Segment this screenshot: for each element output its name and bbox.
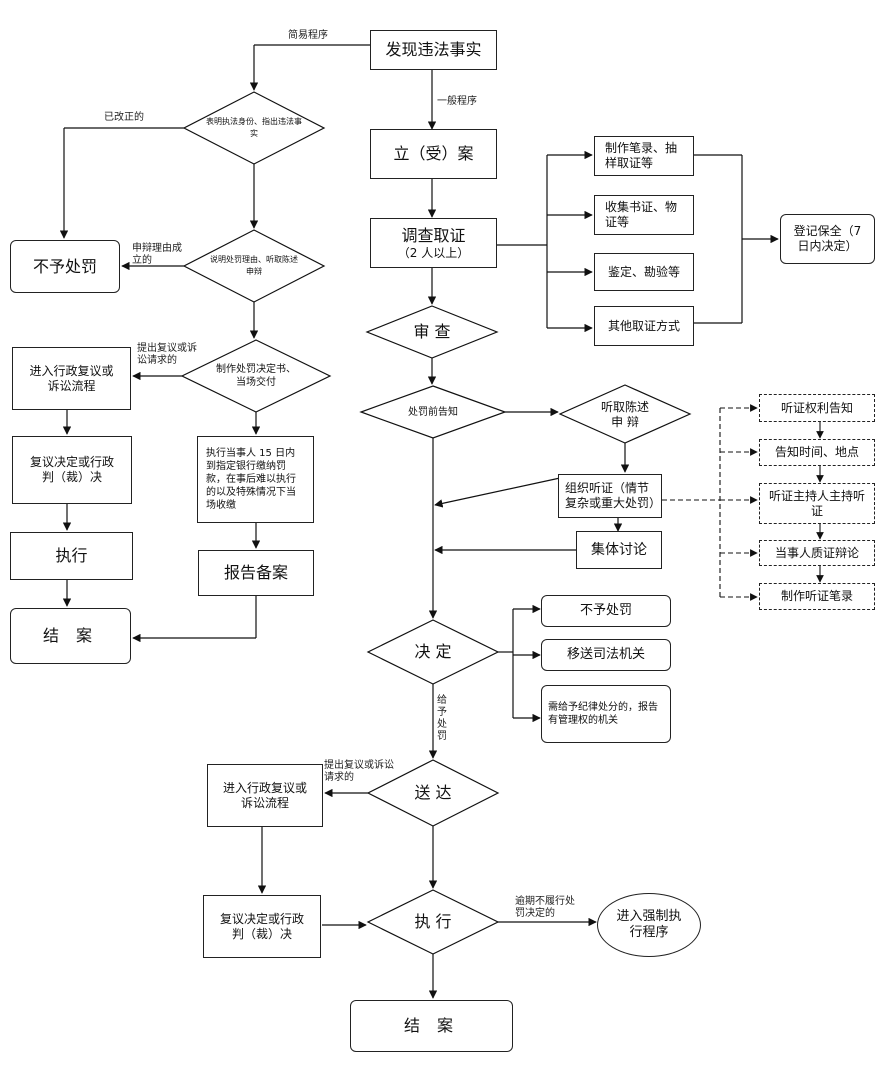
- no-penalty-right-node: 不予处罚: [541, 595, 671, 627]
- hearing-node: 组织听证（情节复杂或重大处罚）: [558, 474, 662, 518]
- collective-node: 集体讨论: [576, 531, 662, 569]
- explain-label: 说明处罚理由、听取陈述申辩: [210, 255, 298, 276]
- review-process-left-node: 进入行政复议或诉讼流程: [12, 347, 131, 410]
- investigate-subtitle: （2 人以上）: [397, 245, 470, 260]
- notify-label: 处罚前告知: [408, 406, 458, 418]
- hearing-time-node: 告知时间、地点: [759, 439, 875, 466]
- appeal-bottom-label: 提出复议或诉讼请求的: [324, 760, 394, 783]
- make-decision-label: 制作处罚决定书、当场交付: [216, 364, 296, 388]
- record-node: 制作笔录、抽样取证等: [594, 136, 694, 176]
- hear-label: 听取陈述 申 辩: [600, 400, 649, 429]
- investigate-node: 调查取证 （2 人以上）: [370, 218, 497, 268]
- collect-node: 收集书证、物证等: [594, 195, 694, 235]
- other-node: 其他取证方式: [594, 306, 694, 346]
- general-procedure-label: 一般程序: [437, 96, 477, 107]
- appeal-left-label: 提出复议或诉讼请求的: [137, 343, 197, 366]
- hearing-record-node: 制作听证笔录: [759, 583, 875, 610]
- forced-node: 进入强制执行程序: [597, 893, 701, 957]
- deliver-label: 送 达: [414, 783, 452, 802]
- show-id-label: 表明执法身份、指出违法事实: [206, 117, 302, 138]
- close-bottom-node: 结 案: [350, 1000, 513, 1052]
- transfer-node: 移送司法机关: [541, 639, 671, 671]
- preserve-node: 登记保全（7日内决定）: [780, 214, 875, 264]
- hearing-notice-node: 听证权利告知: [759, 394, 875, 422]
- give-penalty-label: 给予处罚: [437, 695, 447, 742]
- review-decision-left-node: 复议决定或行政判（裁）决: [12, 436, 132, 504]
- appraise-node: 鉴定、勘验等: [594, 253, 694, 291]
- discipline-node: 需给予纪律处分的，报告有管理权的机关: [541, 685, 671, 743]
- hearing-host-node: 听证主持人主持听证: [759, 483, 875, 524]
- investigate-title: 调查取证: [401, 225, 466, 245]
- pay-node: 执行当事人 15 日内到指定银行缴纳罚款，在事后难以执行的以及特殊情况下当场收缴: [197, 436, 314, 523]
- defense-valid-label: 申辩理由成立的: [132, 243, 182, 266]
- enforce-label: 执 行: [414, 912, 452, 931]
- decide-label: 决 定: [414, 642, 452, 661]
- review-decision-bottom-node: 复议决定或行政判（裁）决: [203, 895, 321, 958]
- discover-node: 发现违法事实: [370, 30, 497, 70]
- review-process-bottom-node: 进入行政复议或诉讼流程: [207, 764, 323, 827]
- overdue-label: 逾期不履行处罚决定的: [515, 896, 575, 919]
- no-penalty-left-node: 不予处罚: [10, 240, 120, 293]
- corrected-label: 已改正的: [104, 112, 144, 123]
- file-case-node: 立（受）案: [370, 129, 497, 179]
- hearing-debate-node: 当事人质证辩论: [759, 540, 875, 566]
- close-left-node: 结 案: [10, 608, 131, 664]
- simple-procedure-label: 简易程序: [288, 30, 328, 41]
- execute-left-node: 执行: [10, 532, 133, 580]
- report-node: 报告备案: [198, 550, 314, 596]
- review-label: 审 查: [413, 322, 451, 341]
